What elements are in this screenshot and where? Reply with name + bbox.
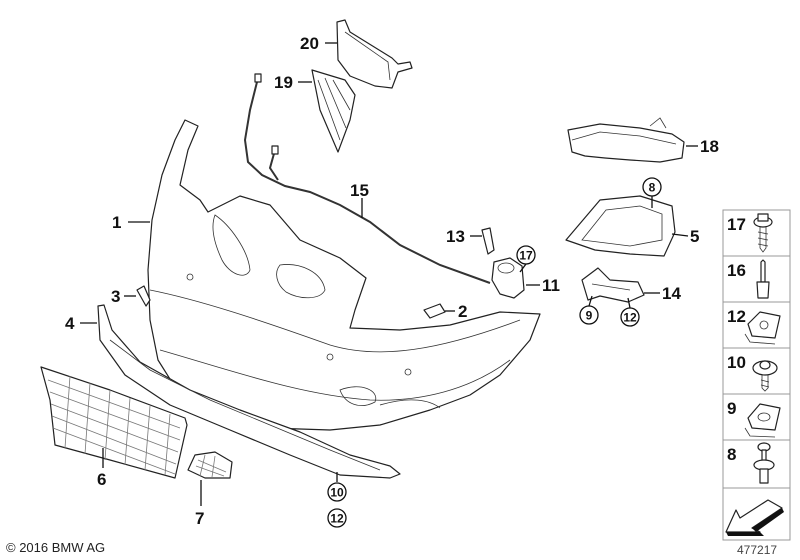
- callout-14: 14: [662, 284, 681, 303]
- part-15-wiring-harness[interactable]: [243, 73, 491, 284]
- part-11-washer-nozzle[interactable]: [491, 257, 525, 299]
- callout-12-circled: 12: [623, 311, 637, 325]
- callout-3: 3: [111, 287, 120, 306]
- callout-12-circled-bottom: 12: [330, 512, 344, 526]
- part-20-air-duct[interactable]: [336, 19, 413, 89]
- legend-label-8: 8: [727, 445, 736, 464]
- clip-nut-icon: [744, 311, 781, 345]
- diagram-id: 477217: [737, 543, 778, 557]
- part-4-spoiler[interactable]: [97, 304, 401, 479]
- callout-18: 18: [700, 137, 719, 156]
- legend-label-12: 12: [727, 307, 746, 326]
- screw-washer-icon: [752, 360, 778, 392]
- rivet-icon: [756, 259, 770, 299]
- part-6-grille[interactable]: [40, 366, 188, 479]
- callout-7: 7: [195, 509, 204, 528]
- callout-4: 4: [65, 314, 75, 333]
- legend-label-17: 17: [727, 215, 746, 234]
- callout-8-circled: 8: [649, 181, 656, 195]
- callout-5: 5: [690, 227, 699, 246]
- part-19-cover[interactable]: [311, 69, 356, 153]
- part-13-sensor[interactable]: [481, 227, 495, 255]
- clip-nut-icon-2: [744, 403, 781, 438]
- push-rivet-icon: [753, 442, 775, 484]
- callout-20: 20: [300, 34, 319, 53]
- part-14-bracket[interactable]: [581, 267, 645, 303]
- callout-15: 15: [350, 181, 369, 200]
- callout-19: 19: [274, 73, 293, 92]
- callout-10-circled: 10: [330, 486, 344, 500]
- screw-icon: [753, 213, 773, 253]
- part-2-tow-hook-cover[interactable]: [423, 303, 446, 319]
- callout-2: 2: [458, 302, 467, 321]
- leader-lines: [80, 42, 698, 506]
- legend-label-16: 16: [727, 261, 746, 280]
- callout-13: 13: [446, 227, 465, 246]
- part-1-bumper-trim[interactable]: [147, 119, 541, 431]
- legend-label-9: 9: [727, 399, 736, 418]
- callout-11: 11: [542, 276, 560, 295]
- legend-label-10: 10: [727, 353, 746, 372]
- direction-arrow-icon: [725, 499, 784, 536]
- part-5-fog-light-cover[interactable]: [565, 195, 676, 257]
- copyright-text: © 2016 BMW AG: [6, 540, 106, 555]
- part-7-grille-insert[interactable]: [187, 451, 233, 479]
- callout-17-circled: 17: [519, 249, 533, 263]
- callout-1: 1: [112, 213, 121, 232]
- part-18-air-duct[interactable]: [567, 117, 685, 163]
- fastener-legend: 17 16 12 10 9 8: [722, 209, 791, 541]
- callout-9-circled: 9: [586, 309, 593, 323]
- part-3-cover[interactable]: [136, 285, 151, 307]
- callout-6: 6: [97, 470, 106, 489]
